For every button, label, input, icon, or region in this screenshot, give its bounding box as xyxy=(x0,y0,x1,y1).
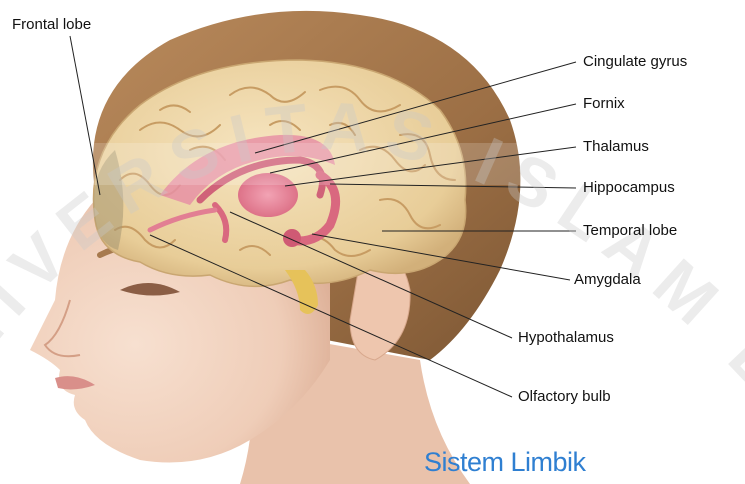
label-amygdala: Amygdala xyxy=(574,271,641,289)
label-frontal-lobe: Frontal lobe xyxy=(12,16,91,34)
label-fornix: Fornix xyxy=(583,95,625,113)
label-temporal-lobe: Temporal lobe xyxy=(583,222,677,240)
figure-caption: Sistem Limbik xyxy=(424,447,586,478)
label-cingulate-gyrus: Cingulate gyrus xyxy=(583,53,687,71)
label-olfactory-bulb: Olfactory bulb xyxy=(518,388,611,406)
label-thalamus: Thalamus xyxy=(583,138,649,156)
amygdala-shape xyxy=(283,229,301,247)
label-hypothalamus: Hypothalamus xyxy=(518,329,614,347)
label-hippocampus: Hippocampus xyxy=(583,179,675,197)
